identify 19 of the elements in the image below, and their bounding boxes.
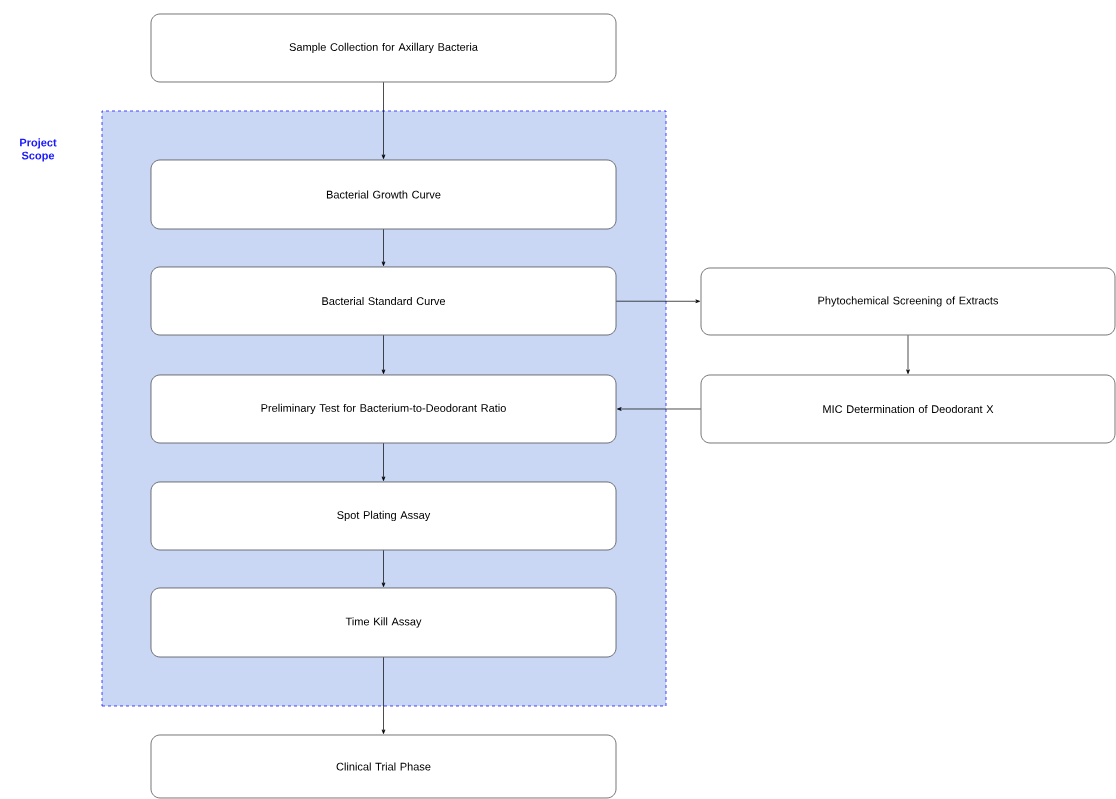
arrow — [381, 443, 386, 481]
process-box: Sample Collection for Axillary Bacteria — [150, 13, 617, 83]
arrow — [616, 299, 700, 304]
arrow — [617, 407, 701, 411]
process-box: Preliminary Test for Bacterium-to-Deodorant Ratio — [150, 374, 617, 444]
arrow — [906, 335, 910, 374]
arrow — [381, 229, 386, 266]
process-box: Time Kill Assay — [150, 587, 617, 658]
arrow — [381, 657, 386, 734]
process-box: MIC Determination of Deodorant X — [700, 374, 1116, 444]
region-heading: Project Scope — [20, 138, 57, 162]
arrow — [381, 550, 386, 587]
process-box: Spot Plating Assay — [150, 481, 617, 551]
process-box: Bacterial Standard Curve — [150, 266, 617, 336]
process-box: Clinical Trial Phase — [150, 734, 617, 799]
arrow — [381, 335, 386, 374]
process-box: Phytochemical Screening of Extracts — [700, 267, 1116, 336]
process-box: Bacterial Growth Curve — [150, 159, 617, 230]
arrow — [381, 82, 386, 159]
